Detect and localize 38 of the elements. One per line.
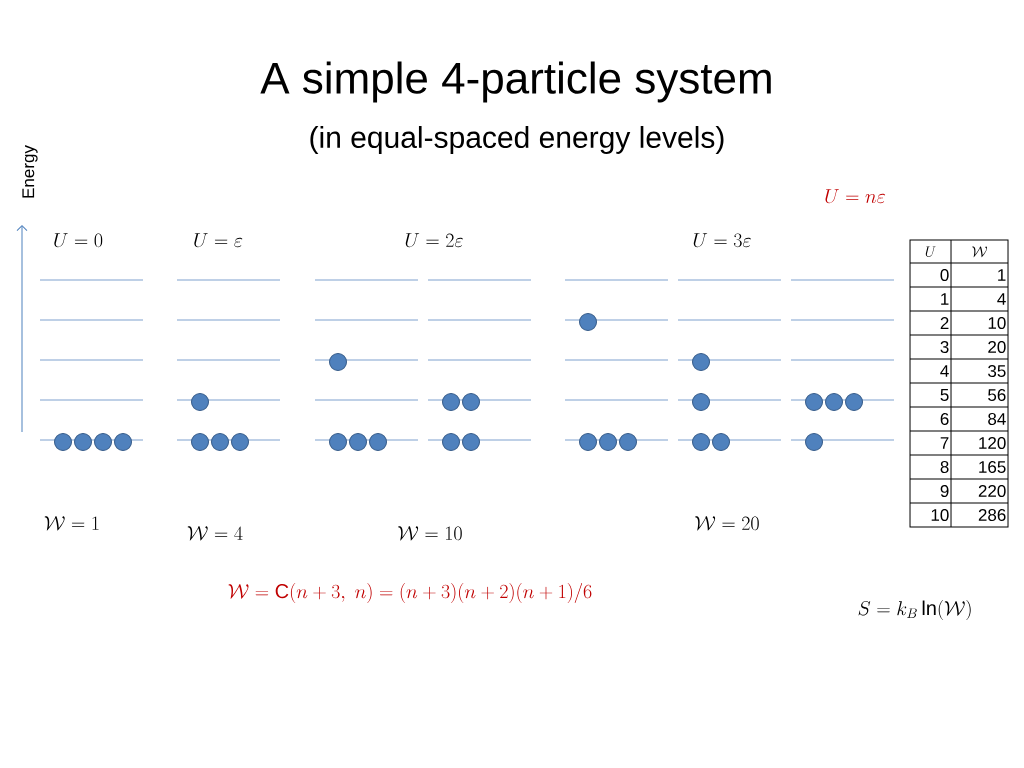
- table-cell: 56: [988, 389, 1006, 402]
- table-cell: 84: [988, 413, 1006, 426]
- table-cell: 10: [931, 509, 949, 522]
- formula: $S = k_B \ln(\mathcal{W})$: [858, 600, 971, 620]
- energy-label: $U = 2\varepsilon$: [405, 233, 463, 248]
- energy-label: $U = \varepsilon$: [194, 233, 243, 248]
- formula: $\mathcal{W} = \mathrm{C}(n+3,\ n) = (n+3)(n+2)(n+1)/6$: [228, 583, 592, 603]
- table-cell: 7: [940, 437, 949, 449]
- table-header: $U$: [925, 246, 936, 257]
- table-cell: 165: [979, 461, 1006, 474]
- energy-label: $U = 3\varepsilon$: [693, 233, 751, 248]
- multiplicity-label: $\mathcal{W} = 20$: [695, 516, 759, 531]
- table-cell: 10: [988, 317, 1006, 330]
- table-cell: 20: [988, 341, 1006, 354]
- table-cell: 220: [978, 485, 1006, 498]
- table-cell: 4: [997, 293, 1006, 305]
- multiplicity-label: $\mathcal{W} = 4$: [187, 526, 243, 541]
- table-cell: 4: [940, 365, 949, 377]
- subtitle: (in equal-spaced energy levels): [310, 126, 724, 154]
- table-cell: 1: [998, 269, 1006, 281]
- table-cell: 8: [940, 461, 949, 474]
- multiplicity-label: $\mathcal{W} = 10$: [398, 526, 462, 541]
- table-header: $\mathcal{W}$: [972, 246, 987, 258]
- table-cell: 2: [940, 317, 949, 329]
- table-cell: 9: [940, 485, 949, 498]
- formula: $U = n\varepsilon$: [825, 189, 886, 204]
- axis-label: Energy: [22, 145, 38, 198]
- table-cell: 5: [940, 389, 949, 401]
- table-cell: 1: [941, 293, 949, 305]
- table-cell: 6: [940, 413, 949, 426]
- title: A simple 4-particle system: [260, 61, 771, 103]
- energy-label: $U = 0$: [54, 233, 103, 248]
- table-cell: 0: [940, 269, 949, 282]
- table-cell: 286: [978, 509, 1006, 522]
- multiplicity-label: $\mathcal{W} = 1$: [44, 516, 99, 531]
- table-cell: 3: [940, 341, 949, 354]
- table-cell: 120: [979, 437, 1006, 450]
- table-cell: 35: [988, 365, 1006, 378]
